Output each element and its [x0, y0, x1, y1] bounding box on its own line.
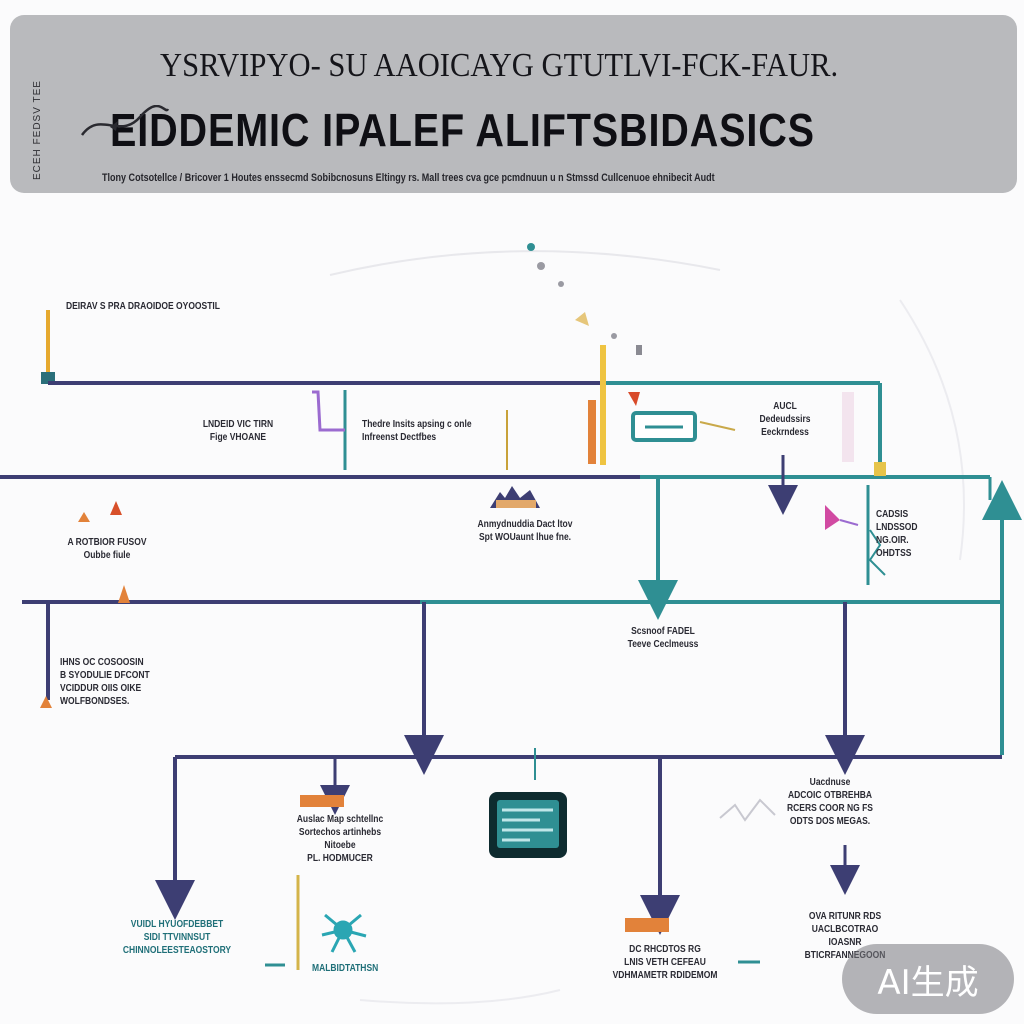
bg-arc [899, 299, 965, 561]
label-row3-center: Scsnoof FADEL Teeve Ceclmeuss [627, 626, 699, 650]
dot-decoration [636, 345, 642, 355]
flag-icon [825, 505, 840, 530]
dot-decoration [537, 262, 545, 270]
zigzag-decoration [868, 529, 886, 576]
header-title-line1: YSRVIPYO- SU AAOICAYG GTUTLVI-FCK-FAUR. [160, 47, 839, 84]
bg-arc [359, 989, 561, 1005]
connector-line [839, 519, 859, 526]
label-bottom-right: OVA RITUNR RDS UACLBCOTRAO IOASNR BTICRF… [804, 911, 886, 961]
label-bottom-left: VUIDL HYUOFDEBBET SIDI TTVINNSUT CHINNOL… [122, 919, 232, 956]
label-row4-right: Uacdnuse ADCOIC OTBREHBA RCERS COOR NG F… [787, 777, 873, 827]
ai-generated-badge: AI生成 [842, 944, 1014, 1014]
header-banner: ECEH FEDSV TEE YSRVIPYO- SU AAOICAYG GTU… [10, 15, 1017, 193]
platform-icon [300, 795, 344, 807]
vertical-bar-decoration [588, 400, 596, 464]
flame-icon [40, 696, 52, 708]
node-marker [874, 462, 886, 476]
triangle-decoration [575, 312, 589, 326]
header-subtitle: Tlony Cotsotellce / Bricover 1 Houtes en… [102, 172, 715, 184]
label-row3-left: IHNS OC COSOOSIN B SYODULIE DFCONT VCIDD… [60, 657, 150, 707]
label-row1-a: LNDEID VIC TIRN Fige VHOANE [202, 419, 274, 443]
label-bottom-center: DC RHCDTOS RG LNIS VETH CEFEAU VDHMAMETR… [612, 944, 718, 981]
header-title-line2: EIDDEMIC IPALEF ALIFTSBIDASICS [110, 104, 815, 156]
network-node-icon [321, 913, 367, 953]
label-row4-left: Auslac Map schtellnc Sortechos artinhebs… [296, 814, 384, 864]
bg-arc [329, 250, 721, 276]
platform-icon [625, 918, 669, 932]
swirl-decoration-icon [80, 105, 170, 136]
flag-icon [628, 392, 640, 406]
flag-decoration [842, 392, 854, 462]
label-row2-b: Anmydnuddia Dact ltov Spt WOUaunt lhue f… [477, 519, 573, 543]
label-bottom-network: MALBIDTATHSN [312, 963, 379, 974]
flame-icon [118, 585, 130, 603]
connector-line [699, 421, 736, 431]
label-row2-c: CADSIS LNDSSOD NG.OIR. OHDTSS [876, 509, 918, 559]
zigzag-decoration [719, 798, 776, 822]
flame-icon [110, 501, 122, 515]
monitor-screen [497, 800, 559, 848]
purple-bracket [312, 390, 345, 432]
tower-base [496, 500, 536, 508]
dot-decoration [558, 281, 564, 287]
label-top-left: DEIRAV S PRA DRAOIDOE OYOOSTIL [66, 301, 220, 312]
dot-decoration [527, 243, 535, 251]
label-row1-b: Thedre Insits apsing c onle Infreenst De… [362, 419, 472, 443]
label-row2-a: A ROTBIOR FUSOV Oubbe fiule [67, 537, 147, 561]
dot-decoration [611, 333, 617, 339]
flame-icon [78, 512, 90, 522]
vertical-bar-decoration [600, 345, 606, 465]
label-row1-c: AUCL Dedeudssirs Eeckrndess [759, 401, 811, 438]
